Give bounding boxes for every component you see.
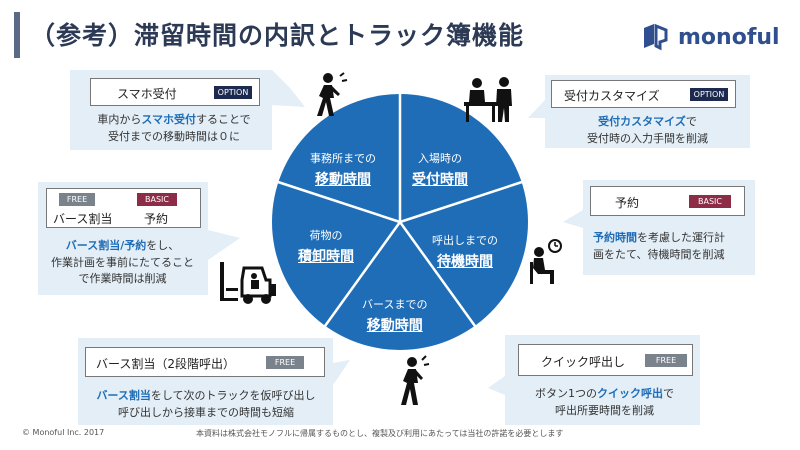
pie-divider bbox=[323, 221, 402, 327]
pie-segment-berth-travel: バースまでの 移動時間 bbox=[362, 296, 427, 335]
pie-segment-waiting: 呼出しまでの 待機時間 bbox=[432, 232, 498, 271]
text-part: ボタン1つの bbox=[535, 387, 597, 400]
text-highlight: 受付カスタマイズ bbox=[598, 115, 686, 128]
free-tag: FREE bbox=[266, 356, 304, 369]
logo-text: monoful bbox=[678, 24, 780, 50]
card-smartphone-text: 車内からスマホ受付することで 受付までの移動時間は０に bbox=[84, 112, 264, 145]
pie-divider bbox=[399, 180, 523, 224]
card-title: クイック呼出し bbox=[541, 355, 626, 369]
forklift-icon bbox=[220, 262, 276, 304]
card-berth-text: バース割当/予約をし、 作業計画を事前にたてること で作業時間は削減 bbox=[40, 238, 205, 288]
card-reservation-text: 予約時間を考慮した運行計 画をたて、待機時間を削減 bbox=[585, 230, 750, 263]
segment-main-label: 待機時間 bbox=[437, 254, 493, 270]
card-title: 予約 bbox=[144, 212, 169, 226]
text-highlight: 予約時間 bbox=[593, 231, 637, 244]
card-twostage-text: バース割当をして次のトラックを仮呼び出し 呼び出しから接車までの時間も短縮 bbox=[82, 388, 330, 421]
walking-person-icon bbox=[317, 72, 348, 116]
basic-tag: BASIC bbox=[137, 193, 177, 206]
card-quickcall-text: ボタン1つのクイック呼出で 呼出所要時間を削減 bbox=[512, 386, 697, 419]
option-tag: OPTION bbox=[690, 88, 728, 101]
walking-person-icon bbox=[401, 355, 430, 405]
pie-segment-reception: 入場時の 受付時間 bbox=[412, 150, 468, 189]
segment-main-label: 移動時間 bbox=[366, 318, 423, 334]
card-title: 受付カスタマイズ bbox=[564, 89, 660, 103]
card-berth-header: FREE BASIC バース割当 予約 bbox=[46, 188, 201, 228]
card-title: 予約 bbox=[615, 196, 640, 210]
pie-divider bbox=[398, 221, 477, 327]
text-line: 受付までの移動時間は０に bbox=[108, 129, 240, 143]
segment-sub-label: 呼出しまでの bbox=[432, 234, 498, 247]
pie-segment-loading: 荷物の 積卸時間 bbox=[298, 227, 354, 266]
segment-sub-label: 荷物の bbox=[309, 229, 343, 242]
copyright-text: © Monoful Inc. 2017 bbox=[22, 428, 105, 437]
pie-segment-office-travel: 事務所までの 移動時間 bbox=[310, 150, 376, 189]
segment-sub-label: 事務所までの bbox=[310, 152, 376, 165]
text-highlight: スマホ受付 bbox=[141, 113, 196, 126]
usage-notice: 本資料は株式会社モノフルに帰属するものとし、複製及び利用にあたっては当社の許諾を… bbox=[196, 429, 564, 438]
reception-desk-icon bbox=[464, 77, 512, 122]
card-smartphone-header: スマホ受付 OPTION bbox=[90, 78, 260, 106]
pie-divider bbox=[277, 180, 401, 224]
seated-waiting-person-icon bbox=[530, 239, 562, 284]
title-accent-bar bbox=[14, 12, 20, 58]
text-part: で bbox=[685, 115, 697, 128]
card-title: スマホ受付 bbox=[117, 87, 177, 101]
card-customize-header: 受付カスタマイズ OPTION bbox=[551, 80, 736, 108]
text-line: 画をたて、待機時間を削減 bbox=[593, 247, 725, 261]
text-highlight: バース割当/予約 bbox=[65, 239, 147, 252]
basic-tag: BASIC bbox=[689, 195, 731, 208]
free-tag: FREE bbox=[59, 193, 95, 206]
text-part: 車内から bbox=[97, 113, 142, 126]
card-quickcall-header: クイック呼出し FREE bbox=[518, 344, 693, 376]
option-tag: OPTION bbox=[214, 86, 252, 99]
text-line: 作業計画を事前にたてること bbox=[51, 255, 194, 269]
text-part: で bbox=[663, 387, 674, 400]
segment-sub-label: 入場時の bbox=[418, 152, 462, 165]
text-line: 呼び出しから接車までの時間も短縮 bbox=[118, 405, 294, 419]
monoful-logo: monoful bbox=[640, 22, 780, 52]
text-line: 受付時の入力手間を削減 bbox=[587, 131, 708, 145]
text-highlight: クイック呼出 bbox=[597, 387, 663, 400]
dwell-time-pie bbox=[272, 94, 528, 350]
card-customize-text: 受付カスタマイズで 受付時の入力手間を削減 bbox=[560, 114, 735, 147]
card-title: バース割当 bbox=[53, 212, 113, 226]
card-title: バース割当（2段階呼出） bbox=[96, 357, 236, 371]
page-title: （参考）滞留時間の内訳とトラック簿機能 bbox=[30, 21, 525, 50]
card-twostage-header: バース割当（2段階呼出） FREE bbox=[85, 347, 325, 377]
segment-main-label: 移動時間 bbox=[315, 172, 371, 188]
segment-main-label: 受付時間 bbox=[412, 172, 468, 188]
text-part: をして次のトラックを仮呼び出し bbox=[150, 389, 316, 402]
text-part: をし、 bbox=[146, 239, 180, 252]
text-part: を考慮した運行計 bbox=[637, 231, 725, 244]
text-highlight: バース割当 bbox=[96, 389, 151, 402]
segment-sub-label: バースまでの bbox=[362, 298, 428, 311]
text-line: で作業時間は削減 bbox=[78, 272, 167, 285]
card-reservation-header: 予約 BASIC bbox=[590, 186, 745, 216]
free-tag: FREE bbox=[645, 354, 687, 367]
text-part: することで bbox=[196, 113, 251, 126]
segment-main-label: 積卸時間 bbox=[298, 249, 354, 265]
text-line: 呼出所要時間を削減 bbox=[555, 403, 654, 417]
monoful-logo-icon bbox=[644, 23, 668, 51]
